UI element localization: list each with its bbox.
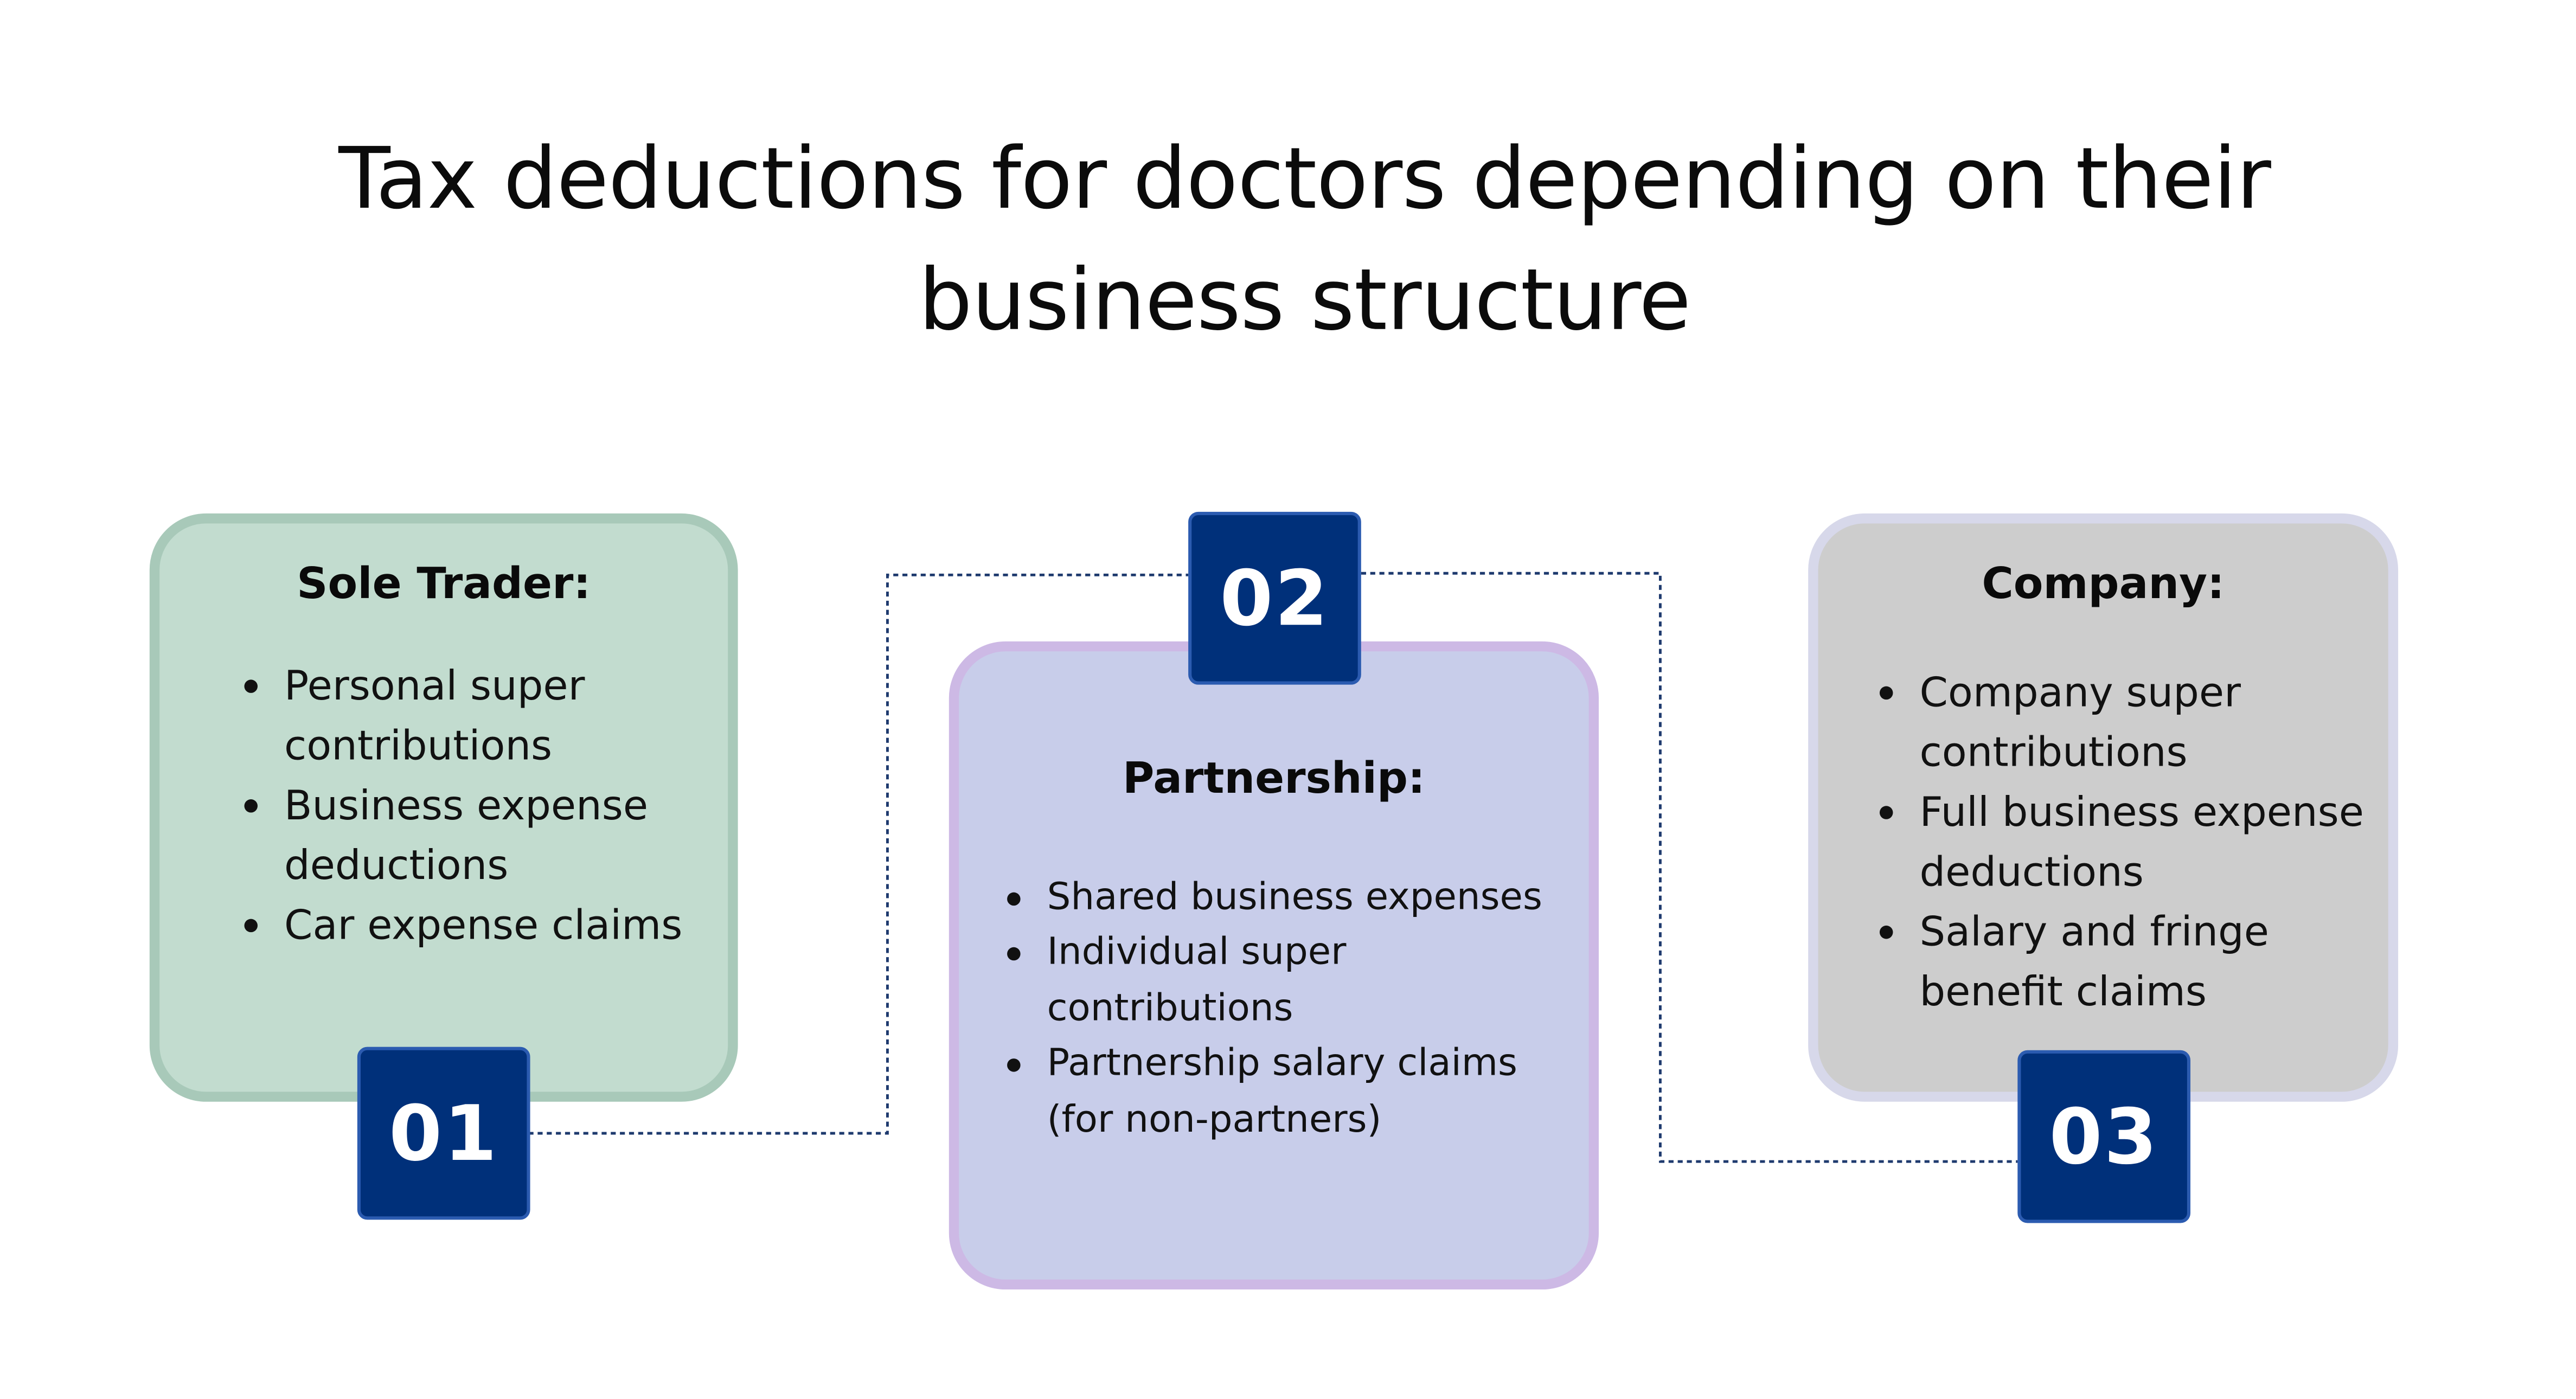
list-item: Individual super contributions <box>1002 926 1584 1037</box>
deduction-list: Company super contributions Full busines… <box>1875 663 2373 1022</box>
step-number-badge-03: 03 <box>2017 1050 2191 1223</box>
step-number-badge-02: 02 <box>1188 511 1361 685</box>
connector-02-to-03 <box>1361 572 2018 1163</box>
step-number-badge-01: 01 <box>357 1047 530 1220</box>
deduction-list: Personal super contributions Business ex… <box>239 656 721 955</box>
list-item: Business expense deductions <box>239 776 721 896</box>
card-company: Company: Company super contributions Ful… <box>1808 513 2399 1102</box>
list-item: Salary and fringe benefit claims <box>1875 902 2373 1022</box>
list-item: Company super contributions <box>1875 663 2373 783</box>
list-item: Partnership salary claims (for non-partn… <box>1002 1037 1584 1148</box>
card-sole-trader: Sole Trader: Personal super contribution… <box>149 513 738 1102</box>
list-item: Car expense claims <box>239 896 721 955</box>
list-item: Personal super contributions <box>239 656 721 776</box>
card-heading: Sole Trader: <box>297 560 591 610</box>
deduction-list: Shared business expenses Individual supe… <box>1002 871 1584 1148</box>
card-partnership: Partnership: Shared business expenses In… <box>949 641 1599 1290</box>
card-heading: Partnership: <box>1123 754 1425 805</box>
list-item: Shared business expenses <box>1002 871 1584 926</box>
page-title: Tax deductions for doctors depending on … <box>338 131 2271 351</box>
list-item: Full business expense deductions <box>1875 782 2373 902</box>
card-heading: Company: <box>1982 560 2225 610</box>
